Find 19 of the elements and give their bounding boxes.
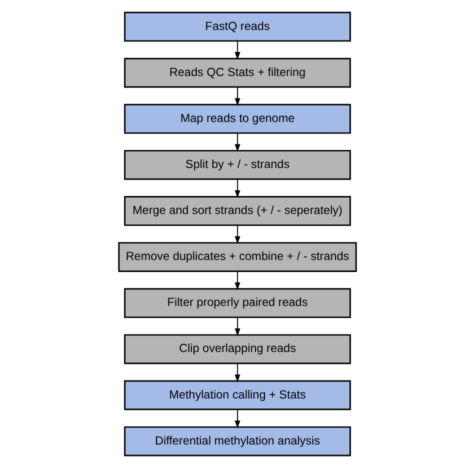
- node-box: Clip overlapping reads: [124, 334, 350, 364]
- arrow: [234, 317, 240, 336]
- arrow: [234, 409, 240, 428]
- arrow: [234, 40, 240, 60]
- node-box: FastQ reads: [124, 12, 350, 42]
- arrow: [234, 86, 240, 106]
- node-box: Differential methylation analysis: [124, 426, 350, 456]
- arrow: [234, 178, 240, 198]
- arrow: [234, 363, 240, 382]
- arrow: [234, 271, 240, 290]
- node-box: Reads QC Stats + filtering: [124, 58, 350, 88]
- node-box: Merge and sort strands (+ / - seperately): [124, 196, 350, 226]
- node-box: Split by + / - strands: [124, 150, 350, 180]
- arrow: [234, 224, 240, 244]
- node-box: Filter properly paired reads: [124, 288, 350, 318]
- node-box: Remove duplicates + combine + / - strands: [118, 242, 356, 272]
- node-box: Methylation calling + Stats: [124, 380, 350, 410]
- node-box: Map reads to genome: [124, 104, 350, 134]
- arrow: [234, 132, 240, 152]
